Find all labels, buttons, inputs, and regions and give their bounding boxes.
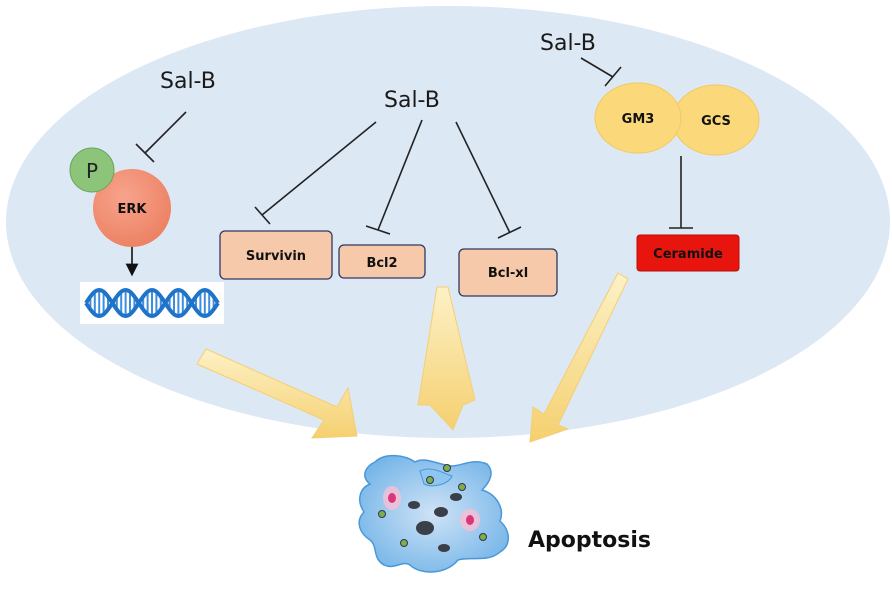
inhibition-line-ceramide	[669, 156, 693, 229]
erk-label: ERK	[118, 202, 148, 217]
arrow-erk-to-apoptosis	[196, 348, 358, 439]
bcl2-label: Bcl2	[366, 256, 397, 271]
sal-b-center-label: Sal-B	[384, 88, 440, 113]
bclxl-box: Bcl-xl	[458, 248, 558, 297]
bclxl-label: Bcl-xl	[488, 266, 528, 281]
apoptotic-cell-icon	[358, 454, 509, 573]
inhibition-line-bcl2	[365, 119, 423, 235]
ceramide-label: Ceramide	[653, 247, 723, 262]
gm3-label: GM3	[622, 112, 655, 127]
gm3-node	[594, 82, 682, 154]
apoptosis-label: Apoptosis	[528, 528, 651, 553]
erk-node	[93, 169, 171, 247]
bcl2-box: Bcl2	[338, 244, 426, 279]
inhibition-line-bclxl	[455, 121, 522, 239]
phospho-node	[69, 147, 115, 193]
inhibition-line-gm3	[580, 57, 622, 87]
arrow-bcl-to-apoptosis	[417, 286, 476, 431]
survivin-box: Survivin	[219, 230, 333, 280]
phospho-label: P	[86, 159, 98, 183]
inhibition-line-erk	[135, 111, 187, 163]
arrow-ceramide-to-apoptosis	[529, 272, 629, 443]
gcs-label: GCS	[701, 114, 731, 129]
survivin-label: Survivin	[246, 249, 306, 264]
sal-b-right-label: Sal-B	[540, 31, 596, 56]
sal-b-left-label: Sal-B	[160, 69, 216, 94]
ceramide-box: Ceramide	[636, 234, 740, 272]
inhibition-line-survivin	[254, 121, 377, 225]
dna-icon	[80, 282, 224, 324]
